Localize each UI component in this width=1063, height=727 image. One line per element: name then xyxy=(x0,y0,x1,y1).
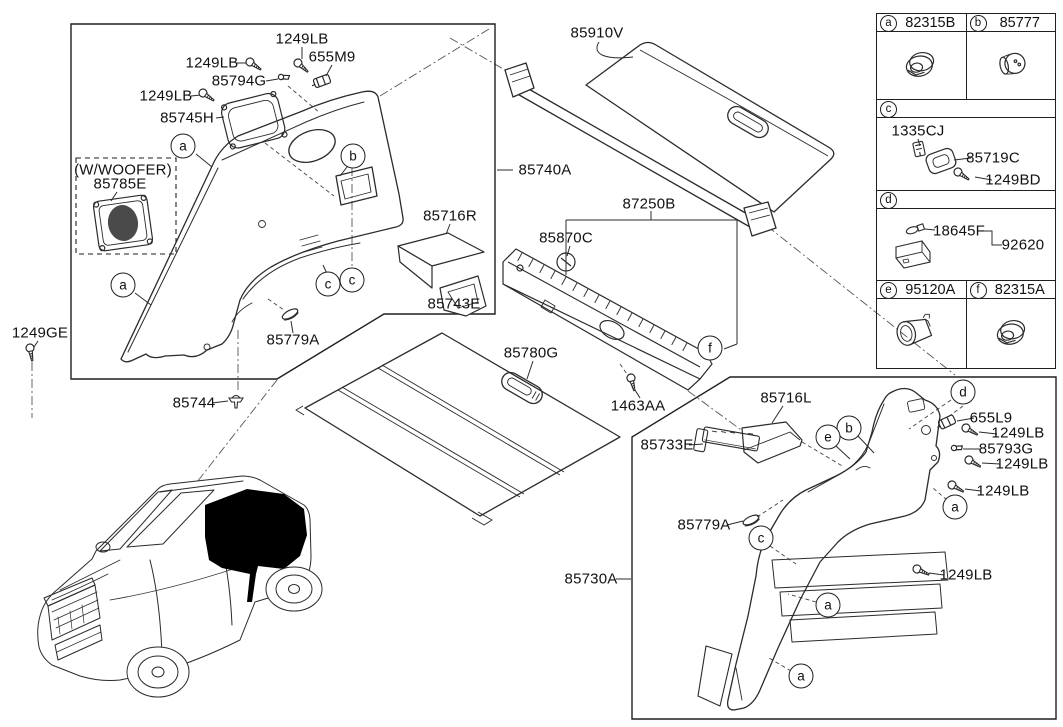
legend-cell-c: c xyxy=(877,100,1055,190)
legend-cell-82315B: a 82315B xyxy=(877,14,967,99)
callout-c: c xyxy=(880,100,897,118)
quarter-trim-left-85730A xyxy=(697,387,949,711)
scuff-plate-87250B xyxy=(502,248,713,391)
legend-cell-85777: b 85777 xyxy=(966,14,1056,99)
fastener-icons xyxy=(24,55,983,579)
dashed-leader-lines xyxy=(264,85,964,672)
screw-icon xyxy=(911,563,932,579)
legend-icon-area xyxy=(877,299,966,368)
bracket-icon-655M9 xyxy=(309,73,332,90)
bracket-85733E xyxy=(693,426,761,453)
luggage-tray-85716R xyxy=(397,232,487,317)
callout-a: a xyxy=(880,14,897,32)
woofer-option-box xyxy=(75,157,177,255)
legend-header: e 95120A xyxy=(877,281,966,299)
cargo-screen-85910V xyxy=(504,41,835,237)
legend-icon-area xyxy=(967,32,1056,99)
leader-lines xyxy=(33,41,1002,580)
legend-row-2: c xyxy=(877,100,1055,191)
legend-icon-area xyxy=(877,32,966,99)
callout-d: d xyxy=(880,191,897,209)
screw-icon xyxy=(291,56,311,76)
legend-header: d xyxy=(877,191,1055,209)
legend-icons xyxy=(895,50,1028,347)
callout-b: b xyxy=(969,14,987,32)
callout-f: f xyxy=(969,281,987,299)
screw-icon xyxy=(196,86,217,105)
car-location-illustration xyxy=(37,475,323,698)
screw-icon xyxy=(243,55,264,74)
part-number: 85777 xyxy=(999,15,1040,31)
legend-row-4: e 95120A f 82315A xyxy=(877,281,1055,368)
legend-cell-d: d xyxy=(877,191,1055,280)
screw-icon xyxy=(959,421,980,439)
legend-header: a 82315B xyxy=(877,14,966,32)
trim-location-highlight xyxy=(205,489,307,602)
legend-cell-95120A: e 95120A xyxy=(877,281,967,368)
part-number: 82315B xyxy=(905,15,956,31)
quarter-trim-right-85740A xyxy=(120,90,404,363)
legend-icon-area xyxy=(877,118,1055,190)
bulb-icon-18645F xyxy=(905,223,926,235)
legend-table: a 82315B b 85777 c d xyxy=(876,13,1056,369)
speaker-garnish-85745H xyxy=(221,90,288,150)
tray-bracket-85743E xyxy=(439,275,487,317)
clip-icon-85794G xyxy=(277,71,291,83)
legend-row-3: d xyxy=(877,191,1055,281)
construction-lines xyxy=(31,28,956,483)
luggage-hook-icon-85719C xyxy=(925,147,957,175)
clip-icon-1335CJ xyxy=(912,140,926,158)
power-outlet-icon-95120A xyxy=(896,313,933,346)
callout-e: e xyxy=(880,281,897,299)
legend-header: b 85777 xyxy=(966,14,1055,32)
woofer-speaker-85785E xyxy=(92,194,154,252)
group-boxes xyxy=(70,23,1057,720)
cap-icon-85779A xyxy=(280,306,301,323)
luggage-lamp-icon-92620 xyxy=(895,240,931,269)
clip-icon-85744 xyxy=(228,394,244,409)
cap-icon-85779A xyxy=(741,512,762,529)
cover-85716L xyxy=(741,421,803,464)
legend-header: c xyxy=(877,100,1055,118)
screw-icon xyxy=(962,453,983,471)
part-number: 82315A xyxy=(994,282,1045,298)
cap-icon-85870C xyxy=(556,252,576,272)
grommet-icon-85777 xyxy=(999,52,1026,75)
part-number: 95120A xyxy=(905,282,956,298)
legend-icon-area xyxy=(877,209,1055,280)
legend-row-1: a 82315B b 85777 xyxy=(877,14,1055,100)
floor-board-85780G xyxy=(295,332,621,526)
screw-icon xyxy=(945,478,966,496)
box-85740A xyxy=(70,23,496,380)
legend-cell-82315A: f 82315A xyxy=(966,281,1056,368)
legend-icon-area xyxy=(967,299,1056,368)
screw-icon xyxy=(625,372,639,393)
clip-icon-85793G xyxy=(950,442,964,454)
box-85730A xyxy=(631,376,1057,720)
legend-header: f 82315A xyxy=(966,281,1055,299)
